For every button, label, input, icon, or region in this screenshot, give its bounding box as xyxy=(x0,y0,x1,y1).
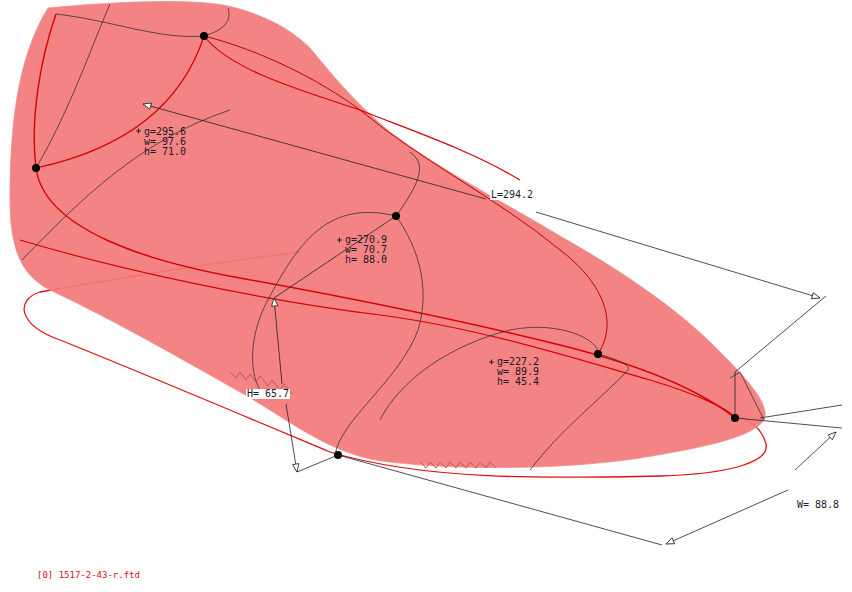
value-label: g=270.9 xyxy=(345,235,387,245)
dimension-label: L=294.2 xyxy=(490,190,534,200)
value-label: g=295.6 xyxy=(144,127,186,137)
dimension-label: H= 65.7 xyxy=(246,389,290,399)
dimension-label: W= 88.8 xyxy=(796,500,840,510)
value-label: g=227.2 xyxy=(497,357,539,367)
value-label: w= 97.6 xyxy=(144,137,186,147)
value-label: w= 89.9 xyxy=(497,367,539,377)
value-label: h= 88.0 xyxy=(345,255,387,265)
file-name: [0] 1517-2-43-r.ftd xyxy=(37,570,140,580)
value-label: h= 71.0 xyxy=(144,147,186,157)
value-label: h= 45.4 xyxy=(497,377,539,387)
value-label: w= 70.7 xyxy=(345,245,387,255)
